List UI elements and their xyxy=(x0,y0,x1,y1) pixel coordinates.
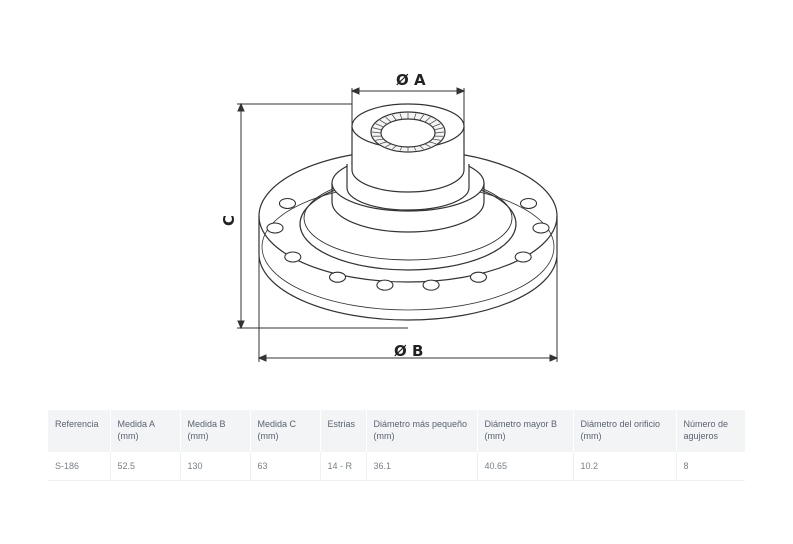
cell-medida-b: 130 xyxy=(180,452,251,481)
header-medida-a: Medida A (mm) xyxy=(110,410,181,452)
cell-medida-c: 63 xyxy=(250,452,321,481)
bolt-hole xyxy=(422,279,440,291)
header-medida-c: Medida C (mm) xyxy=(250,410,321,452)
bolt-hole xyxy=(376,279,394,291)
cell-medida-a: 52.5 xyxy=(110,452,181,481)
spline-tooth xyxy=(429,141,437,145)
spline-tooth xyxy=(434,127,444,131)
spline-tooth xyxy=(419,114,424,121)
dimension-b xyxy=(257,256,559,362)
spline-tooth xyxy=(392,145,397,150)
bolt-hole xyxy=(519,197,538,210)
table-row: S-186 52.5 130 63 14 - R 36.1 40.65 10.2… xyxy=(48,452,745,481)
spline-tooth xyxy=(372,127,382,131)
cell-diametro-mayor: 40.65 xyxy=(477,452,574,481)
bolt-hole xyxy=(284,251,302,263)
spline-tooth xyxy=(375,123,384,128)
bolt-hole xyxy=(278,197,297,210)
spline-tooth xyxy=(428,119,437,125)
spline-tooth xyxy=(371,131,382,134)
cell-numero-agujeros: 8 xyxy=(676,452,745,481)
spline-tooth xyxy=(424,116,431,123)
header-referencia: Referencia xyxy=(48,410,111,452)
spline-tooth xyxy=(385,143,392,148)
header-medida-b: Medida B (mm) xyxy=(180,410,251,452)
spline-tooth xyxy=(385,116,392,123)
spec-table: Referencia Medida A (mm) Medida B (mm) M… xyxy=(48,410,745,481)
header-estrias: Estrias xyxy=(320,410,367,452)
spline-tooth xyxy=(432,138,441,141)
bolt-holes xyxy=(266,197,550,291)
spline-tooth xyxy=(379,119,388,125)
spline-tooth xyxy=(392,114,397,121)
spline-tooth xyxy=(399,113,403,120)
spline-tooth xyxy=(419,145,424,150)
spline-inner xyxy=(380,118,436,148)
flange-drawing: Ø A C Ø B xyxy=(220,71,559,362)
cell-estrias: 14 - R xyxy=(320,452,367,481)
header-diametro-orificio: Diámetro del orificio (mm) xyxy=(573,410,677,452)
bolt-hole xyxy=(469,271,488,283)
cell-referencia: S-186 xyxy=(48,452,111,481)
header-numero-agujeros: Número de agujeros xyxy=(676,410,745,452)
flange-outline xyxy=(258,216,558,321)
dim-c-label: C xyxy=(220,215,238,226)
bolt-hole xyxy=(266,222,284,234)
cell-diametro-pequeno: 36.1 xyxy=(366,452,478,481)
spline-tooth xyxy=(434,131,445,134)
spline-teeth xyxy=(371,113,445,151)
spline-tooth xyxy=(379,141,387,145)
bolt-hole xyxy=(514,251,532,263)
bolt-hole xyxy=(328,271,347,283)
hub-body xyxy=(331,183,485,233)
table-header-row: Referencia Medida A (mm) Medida B (mm) M… xyxy=(48,410,745,452)
spline-tooth xyxy=(432,123,441,128)
bolt-hole xyxy=(532,222,550,234)
dimension-c xyxy=(237,102,408,330)
dim-b-label: Ø B xyxy=(394,342,423,360)
header-diametro-pequeno: Diámetro más pequeño (mm) xyxy=(366,410,478,452)
spline-tooth xyxy=(413,113,417,120)
dimension-a xyxy=(350,87,466,126)
dim-a-label: Ø A xyxy=(396,71,426,89)
cell-diametro-orificio: 10.2 xyxy=(573,452,677,481)
header-diametro-mayor: Diámetro mayor B (mm) xyxy=(477,410,574,452)
spline-tooth xyxy=(424,143,431,148)
spline-tooth xyxy=(413,146,417,151)
spline-tooth xyxy=(375,138,384,141)
spline-tooth xyxy=(399,146,403,151)
